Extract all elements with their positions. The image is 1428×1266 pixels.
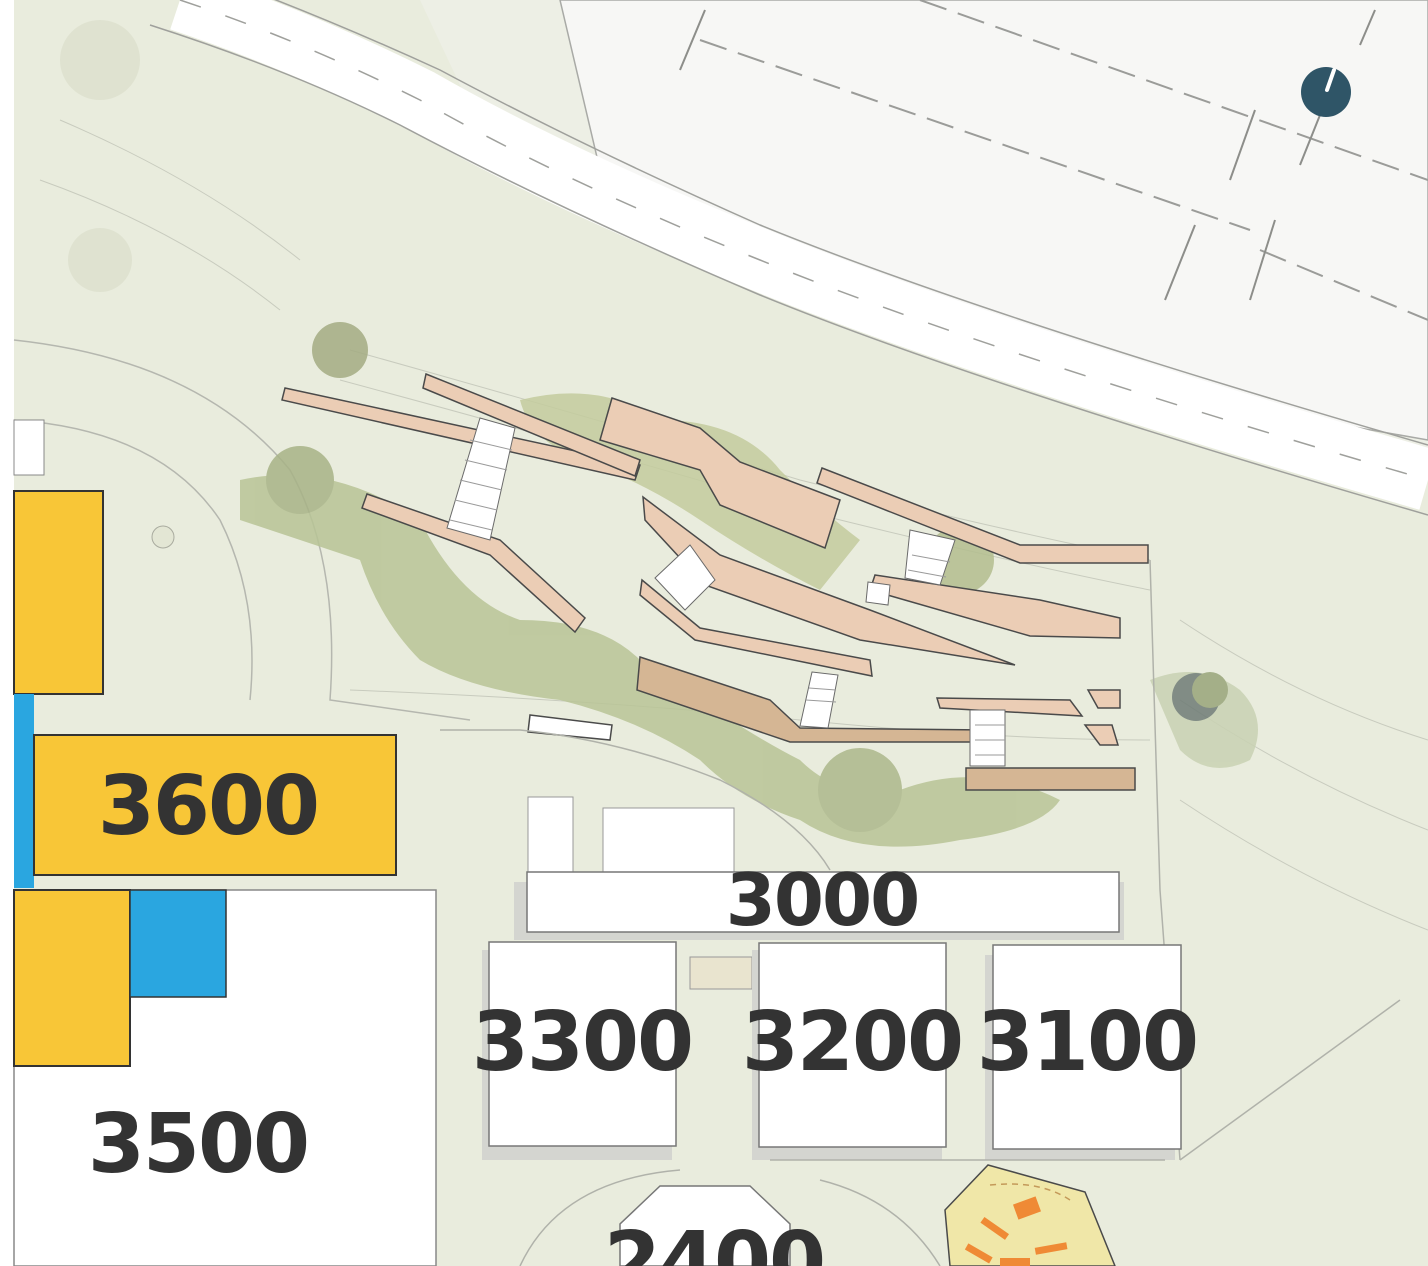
building-3500-blue-wing (129, 889, 227, 998)
north-arrow-icon (1301, 67, 1351, 117)
building-3500-label: 3500 (88, 1097, 308, 1192)
building-3100 (992, 944, 1182, 1150)
playground-equipment (964, 1196, 1068, 1266)
building-3000 (526, 871, 1120, 933)
building-left-blue-strip (14, 694, 34, 888)
lawn-circle-feature (151, 525, 175, 549)
terrace-paths (281, 372, 1149, 791)
building-2400 (619, 1185, 791, 1266)
building-3300 (488, 941, 677, 1147)
building-3100-label: 3100 (977, 995, 1197, 1090)
terrace-stairs (446, 417, 1006, 767)
playground-area (944, 1164, 1116, 1266)
building-left-white-tab (13, 419, 45, 476)
building-3600 (33, 734, 397, 876)
vegetation (60, 20, 1258, 847)
building-3300-label: 3300 (472, 995, 692, 1090)
building-3200 (758, 942, 947, 1148)
building-3200-label: 3200 (742, 995, 962, 1090)
building-2400-label: 2400 (604, 1215, 824, 1266)
building-3600-label: 3600 (98, 759, 318, 854)
building-left-top-yellow (13, 490, 104, 695)
parking-stripes (699, 0, 1428, 321)
building-3000-label: 3000 (726, 858, 918, 942)
building-3500-yellow-wing (13, 889, 131, 1067)
